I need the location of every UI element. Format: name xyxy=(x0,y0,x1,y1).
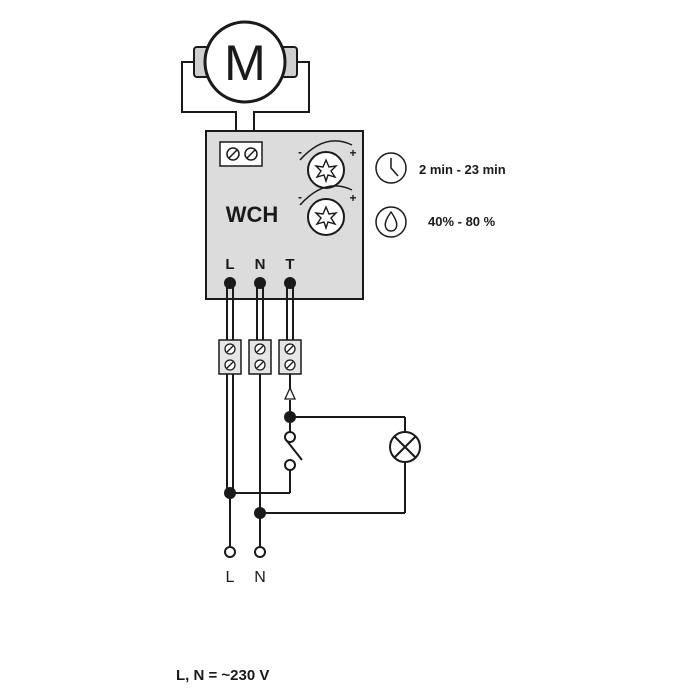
knob-plus-label: + xyxy=(349,146,356,160)
terminal-dot-t xyxy=(284,277,296,289)
knob-dial xyxy=(307,198,345,236)
knob-minus-label: - xyxy=(298,190,302,204)
motor-body xyxy=(203,20,287,104)
terminal-strip xyxy=(218,339,302,375)
clock-icon xyxy=(375,152,407,184)
knob-minus-label: - xyxy=(298,145,302,159)
motor-leads xyxy=(181,61,310,142)
supply-terminal-l xyxy=(224,546,236,558)
knob-star-icon xyxy=(314,158,338,184)
lamp-icon xyxy=(389,431,421,463)
timer-adjustment-knob[interactable]: - + xyxy=(298,140,357,189)
switch xyxy=(284,411,296,471)
timer-range: 2 min - 23 min xyxy=(419,162,506,177)
knob-dial xyxy=(307,151,345,189)
motor-lead-left xyxy=(181,61,237,142)
timer-spec: 2 min - 23 min xyxy=(375,152,506,184)
terminal-screw-icon xyxy=(254,343,266,371)
terminal-screw-icon xyxy=(224,343,236,371)
terminal-label-l: L xyxy=(225,256,234,273)
switch-contact-bottom xyxy=(284,459,296,471)
knob-arc xyxy=(299,140,353,161)
terminal-screw-icon xyxy=(244,147,258,161)
switch-junction-dot xyxy=(284,411,296,423)
terminal-dot-l xyxy=(224,277,236,289)
humidity-range: 40% - 80 % xyxy=(428,214,496,229)
supply-label-l: L xyxy=(226,569,235,586)
switch-contact-top xyxy=(284,431,296,443)
motor: M xyxy=(193,20,298,104)
motor-label: M xyxy=(224,35,266,91)
junction-dot-n xyxy=(254,507,266,519)
terminal-screw-icon xyxy=(226,147,240,161)
wiring xyxy=(226,283,406,550)
humidity-drop-icon xyxy=(375,206,407,238)
terminal-screw-icon xyxy=(284,343,296,371)
wch-device: - + - + WCH L N T xyxy=(205,130,364,300)
arrow-icon xyxy=(283,386,297,400)
device-name: WCH xyxy=(226,202,279,227)
knob-star-icon xyxy=(314,205,338,231)
terminal-label-t: T xyxy=(285,256,294,273)
junction-dot-l xyxy=(224,487,236,499)
supply-voltage-note: L, N = ~230 V xyxy=(176,667,269,684)
humidity-spec: 40% - 80 % xyxy=(375,206,496,238)
terminal-dot-n xyxy=(254,277,266,289)
supply-terminal-n xyxy=(254,546,266,558)
motor-lead-right xyxy=(253,61,310,142)
humidity-adjustment-knob[interactable]: - + xyxy=(298,185,357,236)
knob-arc xyxy=(299,185,353,206)
supply-label-n: N xyxy=(254,569,266,586)
knob-plus-label: + xyxy=(349,191,356,205)
terminal-label-n: N xyxy=(255,256,266,273)
